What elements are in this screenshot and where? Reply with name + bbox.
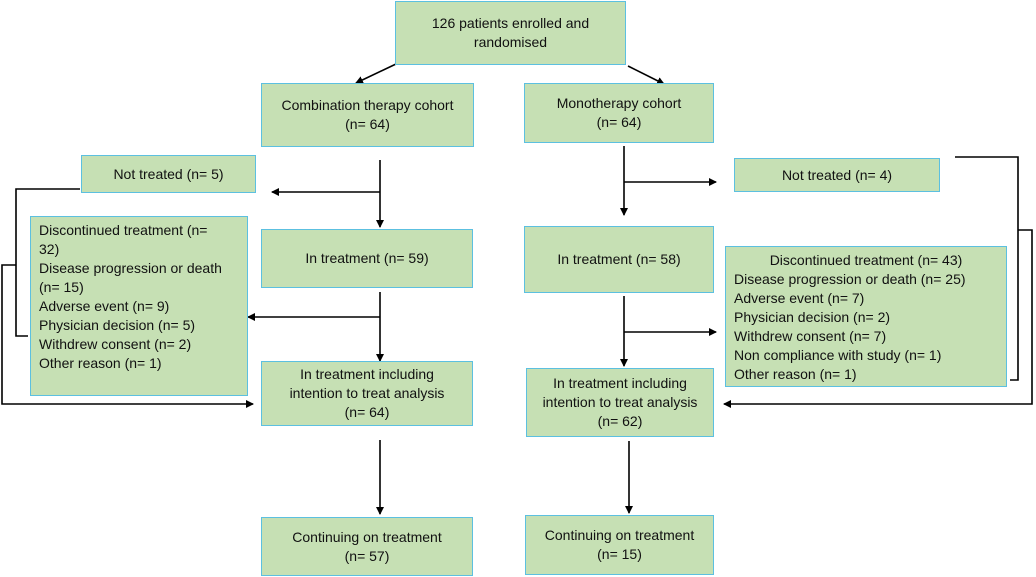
combination-itt-line-2: intention to treat analysis <box>289 385 445 401</box>
combination-discontinued-item: Other reason (n= 1) <box>39 355 162 371</box>
combination-discontinued-item: Withdrew consent (n= 2) <box>39 336 192 352</box>
combination-discontinued-item: Disease progression or death <box>39 260 222 276</box>
combination-cohort-line-1: Combination therapy cohort <box>281 97 454 113</box>
mono-not-treated-label: Not treated (n= 4) <box>781 166 893 183</box>
mono-continuing-line-1: Continuing on treatment <box>544 527 695 543</box>
mono-itt-line-2: intention to treat analysis <box>542 394 698 410</box>
mono-continuing-box: Continuing on treatment (n= 15) <box>525 515 714 575</box>
combination-cohort-box: Combination therapy cohort (n= 64) <box>261 83 474 147</box>
mono-continuing-line-2: (n= 15) <box>597 546 642 562</box>
mono-itt-line-1: In treatment including <box>553 375 687 391</box>
mono-discontinued-item: Non compliance with study (n= 1) <box>734 347 942 363</box>
mono-cohort-line-1: Monotherapy cohort <box>556 95 682 111</box>
combination-in-treatment-box: In treatment (n= 59) <box>261 229 473 288</box>
combination-continuing-line-1: Continuing on treatment <box>292 528 442 545</box>
mono-discontinued-item: Other reason (n= 1) <box>734 366 857 382</box>
combination-discontinued-item: Physician decision (n= 5) <box>39 317 196 333</box>
combination-in-treatment-label: In treatment (n= 59) <box>305 250 429 266</box>
enrolled-line-2: randomised <box>473 34 548 50</box>
combination-continuing-box: Continuing on treatment (n= 57) <box>261 517 473 576</box>
combination-discontinued-box: Discontinued treatment (n= 32) Disease p… <box>30 216 248 396</box>
combination-cohort-line-2: (n= 64) <box>345 116 390 132</box>
combination-itt-box: In treatment including intention to trea… <box>261 361 473 426</box>
combination-discontinued-item: Adverse event (n= 9) <box>39 298 170 314</box>
enrolled-box: 126 patients enrolled and randomised <box>395 1 626 65</box>
enrolled-line-1: 126 patients enrolled and <box>431 15 590 31</box>
mono-discontinued-box: Discontinued treatment (n= 43) Disease p… <box>725 246 1007 387</box>
combination-discontinued-title-2: 32) <box>39 241 60 257</box>
combination-discontinued-title-1: Discontinued treatment (n= <box>39 222 208 238</box>
mono-discontinued-title: Discontinued treatment (n= 43) <box>769 252 963 268</box>
combination-itt-line-3: (n= 64) <box>344 404 390 420</box>
combination-not-treated-label: Not treated (n= 5) <box>113 165 224 182</box>
arrow-enrolled-to-mono <box>627 65 665 85</box>
mono-discontinued-item: Adverse event (n= 7) <box>734 290 865 306</box>
mono-cohort-line-2: (n= 64) <box>596 114 642 130</box>
mono-cohort-box: Monotherapy cohort (n= 64) <box>524 83 714 143</box>
mono-discontinued-item: Physician decision (n= 2) <box>734 309 891 325</box>
mono-in-treatment-label: In treatment (n= 58) <box>557 251 681 267</box>
mono-discontinued-item: Disease progression or death (n= 25) <box>734 271 966 287</box>
combination-continuing-line-2: (n= 57) <box>344 547 390 564</box>
mono-itt-box: In treatment including intention to trea… <box>526 368 714 437</box>
mono-in-treatment-box: In treatment (n= 58) <box>524 226 714 293</box>
combination-not-treated-box: Not treated (n= 5) <box>81 155 256 193</box>
mono-discontinued-item: Withdrew consent (n= 7) <box>734 328 887 344</box>
mono-not-treated-box: Not treated (n= 4) <box>734 158 940 192</box>
mono-itt-line-3: (n= 62) <box>597 413 643 429</box>
combination-discontinued-item: (n= 15) <box>39 279 84 295</box>
arrow-enrolled-to-combination <box>355 63 397 84</box>
combination-itt-line-1: In treatment including <box>300 366 434 382</box>
